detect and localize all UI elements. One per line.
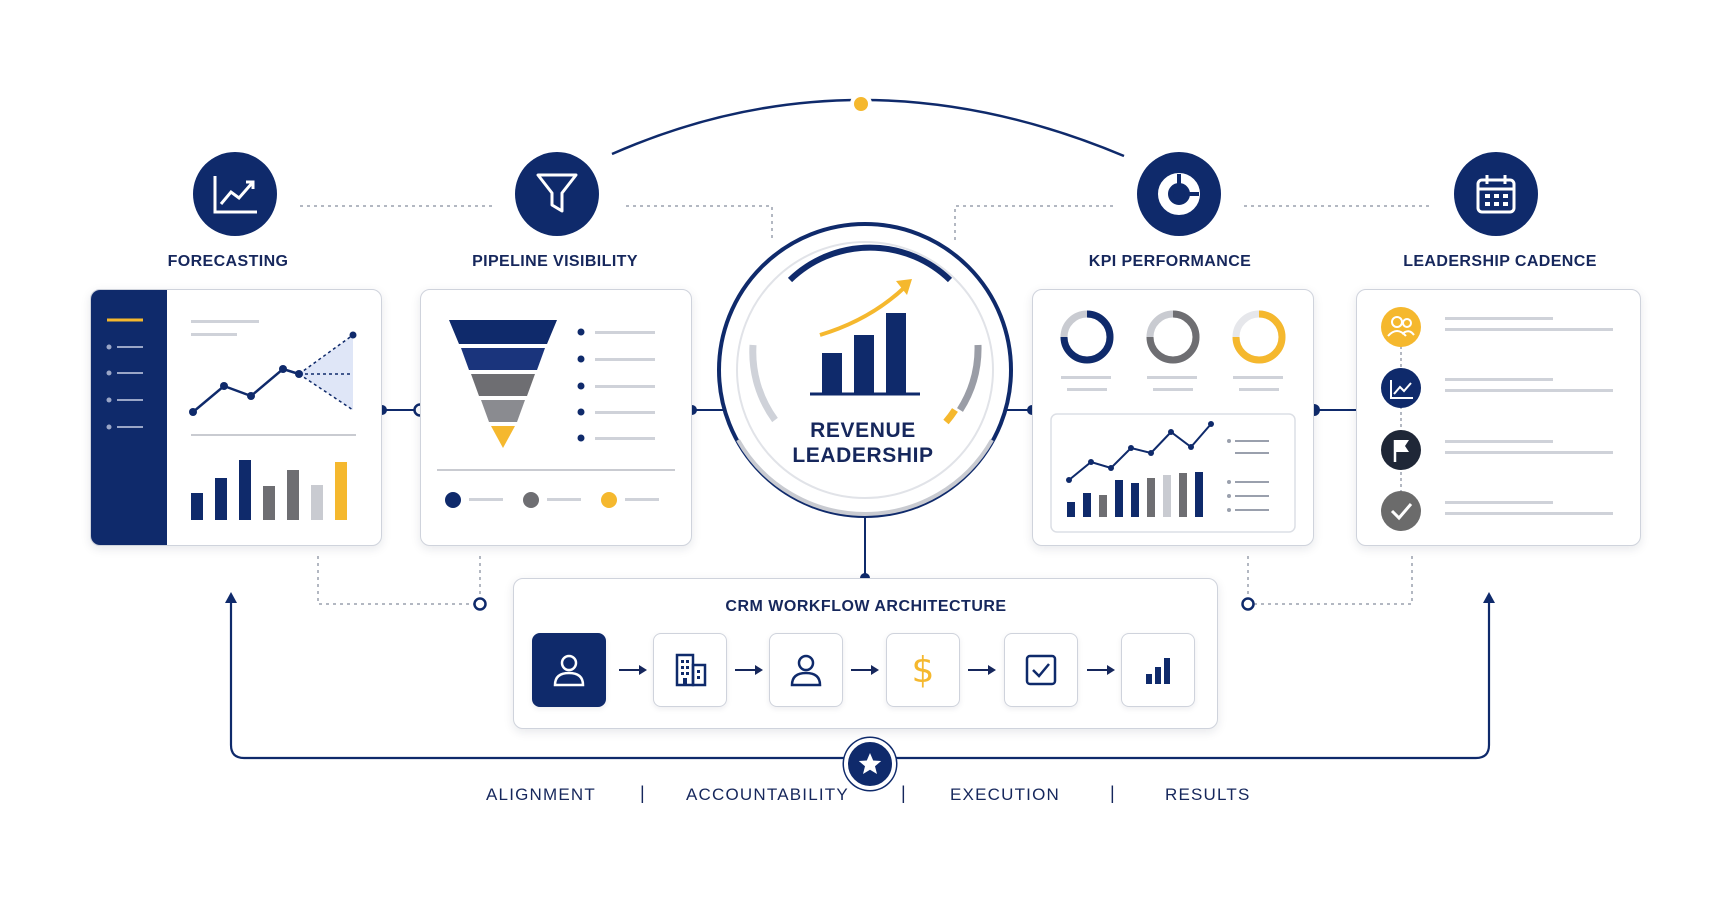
value-accountability: ACCOUNTABILITY bbox=[686, 785, 849, 804]
pipeline-card-content bbox=[437, 320, 675, 508]
center-ring-gray-arc bbox=[736, 439, 994, 516]
kpi-card bbox=[1032, 289, 1314, 546]
center-label-line2: LEADERSHIP bbox=[792, 444, 934, 467]
bar-chart-trend-icon bbox=[810, 279, 920, 396]
connector-node bbox=[473, 597, 487, 611]
value-results: RESULTS bbox=[1165, 785, 1251, 804]
forecasting-card bbox=[90, 289, 382, 546]
top-arc-dot bbox=[850, 93, 872, 115]
calendar-icon bbox=[1476, 175, 1516, 214]
arrow-right-icon bbox=[619, 660, 647, 680]
user-icon bbox=[553, 654, 585, 687]
dotted-connector bbox=[317, 556, 480, 605]
crm-workflow-card bbox=[513, 578, 1218, 729]
center-ring-gold-arc bbox=[943, 408, 958, 425]
donut-chart-icon bbox=[1158, 173, 1200, 215]
forecasting-card-content bbox=[91, 290, 357, 545]
dotted-connector bbox=[1252, 556, 1413, 605]
kpi-title: KPI PERFORMANCE bbox=[1088, 253, 1252, 270]
arrow-right-icon bbox=[735, 660, 763, 680]
cadence-card-content bbox=[1381, 307, 1613, 531]
center-ring-gray-arc bbox=[957, 344, 982, 412]
arrow-right-icon bbox=[851, 660, 879, 680]
crm-title: CRM WORKFLOW ARCHITECTURE bbox=[725, 598, 1007, 615]
bar-chart-icon bbox=[1146, 658, 1170, 684]
kpi-icon-badge bbox=[1137, 152, 1221, 236]
kpi-card-content bbox=[1050, 310, 1296, 533]
kpi-gauge-1 bbox=[1060, 310, 1114, 364]
center-ring-gray-arc bbox=[749, 344, 778, 423]
pipeline-title: PIPELINE VISIBILITY bbox=[472, 253, 638, 270]
check-icon bbox=[1381, 491, 1421, 531]
crm-step-approval[interactable] bbox=[1004, 633, 1078, 707]
forecasting-title: FORECASTING bbox=[167, 253, 289, 270]
line-chart-icon bbox=[213, 176, 257, 214]
value-alignment: ALIGNMENT bbox=[486, 785, 596, 804]
building-icon bbox=[675, 653, 707, 687]
flag-icon bbox=[1381, 430, 1421, 470]
kpi-gauge-2 bbox=[1146, 310, 1200, 364]
pipeline-icon-badge bbox=[515, 152, 599, 236]
value-execution: EXECUTION bbox=[950, 785, 1060, 804]
crm-step-user[interactable] bbox=[532, 633, 606, 707]
star-icon bbox=[858, 753, 882, 774]
people-icon bbox=[1381, 307, 1421, 347]
star-badge bbox=[844, 738, 896, 790]
cadence-icon-badge bbox=[1454, 152, 1538, 236]
arrow-right-icon bbox=[968, 660, 996, 680]
trend-icon bbox=[1381, 368, 1421, 408]
forecasting-icon-badge bbox=[193, 152, 277, 236]
connector-node bbox=[1241, 597, 1255, 611]
arrowhead-up bbox=[225, 592, 237, 603]
cadence-title: LEADERSHIP CADENCE bbox=[1403, 253, 1597, 270]
pipeline-card bbox=[420, 289, 692, 546]
center-hub-label: REVENUE LEADERSHIP bbox=[763, 418, 963, 468]
user-icon bbox=[790, 654, 822, 687]
dotted-connector bbox=[954, 205, 1114, 240]
crm-step-company[interactable] bbox=[653, 633, 727, 707]
crm-step-deal[interactable]: $ bbox=[886, 633, 960, 707]
dollar-icon: $ bbox=[911, 649, 935, 691]
arrow-right-icon bbox=[1087, 660, 1115, 680]
checkbox-icon bbox=[1025, 654, 1057, 686]
value-separator: | bbox=[640, 783, 645, 803]
kpi-gauge-3 bbox=[1232, 310, 1286, 364]
crm-step-reporting[interactable] bbox=[1121, 633, 1195, 707]
crm-step-contact[interactable] bbox=[769, 633, 843, 707]
arrowhead-up bbox=[1483, 592, 1495, 603]
value-separator: | bbox=[1110, 783, 1115, 803]
cadence-card bbox=[1356, 289, 1641, 546]
funnel-icon bbox=[536, 173, 578, 213]
center-label-line1: REVENUE bbox=[810, 419, 916, 442]
value-separator: | bbox=[901, 783, 906, 803]
center-ring-navy-arc bbox=[787, 244, 953, 283]
dotted-connector bbox=[626, 205, 773, 240]
